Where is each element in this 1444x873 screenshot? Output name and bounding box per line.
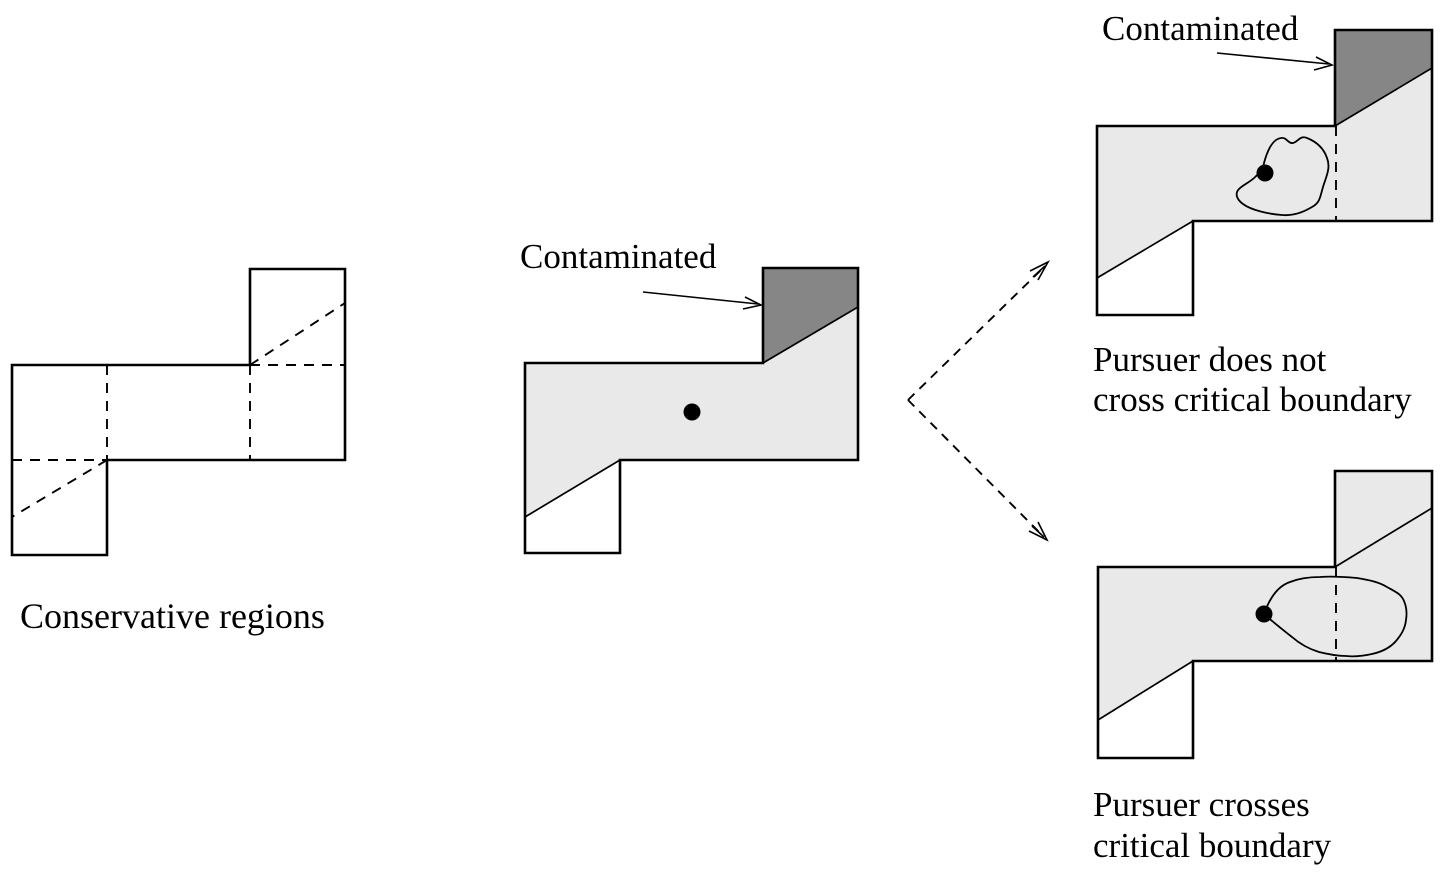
contaminated-region bbox=[763, 268, 858, 363]
pursuer-path-loop bbox=[1235, 136, 1330, 217]
unseen-white-region bbox=[1097, 221, 1193, 315]
visibility-edge-line bbox=[1097, 660, 1194, 721]
conservative-regions-figure: Conservative regions bbox=[10, 267, 347, 636]
visibility-edge-line bbox=[524, 459, 621, 518]
dashed-arrow-down bbox=[907, 399, 1041, 534]
contamination-edge-line bbox=[762, 306, 859, 364]
no-cross-figure: Contaminated Pursuer does not cross crit… bbox=[1093, 9, 1434, 419]
environment-outline bbox=[523, 266, 860, 555]
contamination-edge-line bbox=[1334, 67, 1433, 127]
pursuer-dot bbox=[683, 403, 701, 421]
environment-outline bbox=[1096, 469, 1434, 760]
dashed-arrow-down-head-icon bbox=[1028, 521, 1049, 542]
no-cross-caption-line2: cross critical boundary bbox=[1093, 380, 1412, 419]
free-space-polygon bbox=[10, 267, 347, 557]
cross-caption-line2: critical boundary bbox=[1093, 826, 1332, 865]
conservative-diagonal-dashed-line bbox=[11, 459, 108, 518]
unseen-white-region bbox=[525, 460, 620, 553]
cross-caption-line1: Pursuer crosses bbox=[1093, 785, 1310, 824]
contaminated-region bbox=[1335, 30, 1432, 126]
no-cross-caption-line1: Pursuer does not bbox=[1093, 340, 1327, 379]
branch-arrows bbox=[907, 260, 1050, 542]
environment-outline bbox=[1095, 28, 1434, 317]
start-state-figure: Contaminated bbox=[520, 237, 860, 555]
recontamination-edge-line bbox=[1334, 507, 1433, 568]
conservative-diagonal-dashed-line bbox=[249, 302, 346, 366]
dashed-arrow-up bbox=[907, 269, 1042, 401]
contaminated-label: Contaminated bbox=[1102, 9, 1299, 48]
contaminated-arrow bbox=[1216, 52, 1330, 65]
dashed-arrow-up-head-icon bbox=[1032, 265, 1046, 278]
contaminated-arrowhead-icon bbox=[1313, 56, 1335, 71]
pursuer-dot bbox=[1256, 164, 1274, 182]
unseen-white-region bbox=[1098, 661, 1193, 758]
pursuer-path-loop bbox=[1262, 575, 1408, 658]
conservative-regions-label: Conservative regions bbox=[20, 596, 325, 636]
contaminated-arrowhead-icon bbox=[742, 296, 764, 310]
dashed-arrow-down-head-icon bbox=[1031, 525, 1045, 538]
cross-figure: Pursuer crosses critical boundary bbox=[1093, 469, 1434, 865]
pursuer-dot bbox=[1255, 605, 1273, 623]
dashed-arrow-up-head-icon bbox=[1029, 260, 1050, 281]
contaminated-label: Contaminated bbox=[520, 237, 717, 276]
visibility-edge-line bbox=[1096, 220, 1194, 279]
contaminated-arrow bbox=[642, 291, 759, 305]
